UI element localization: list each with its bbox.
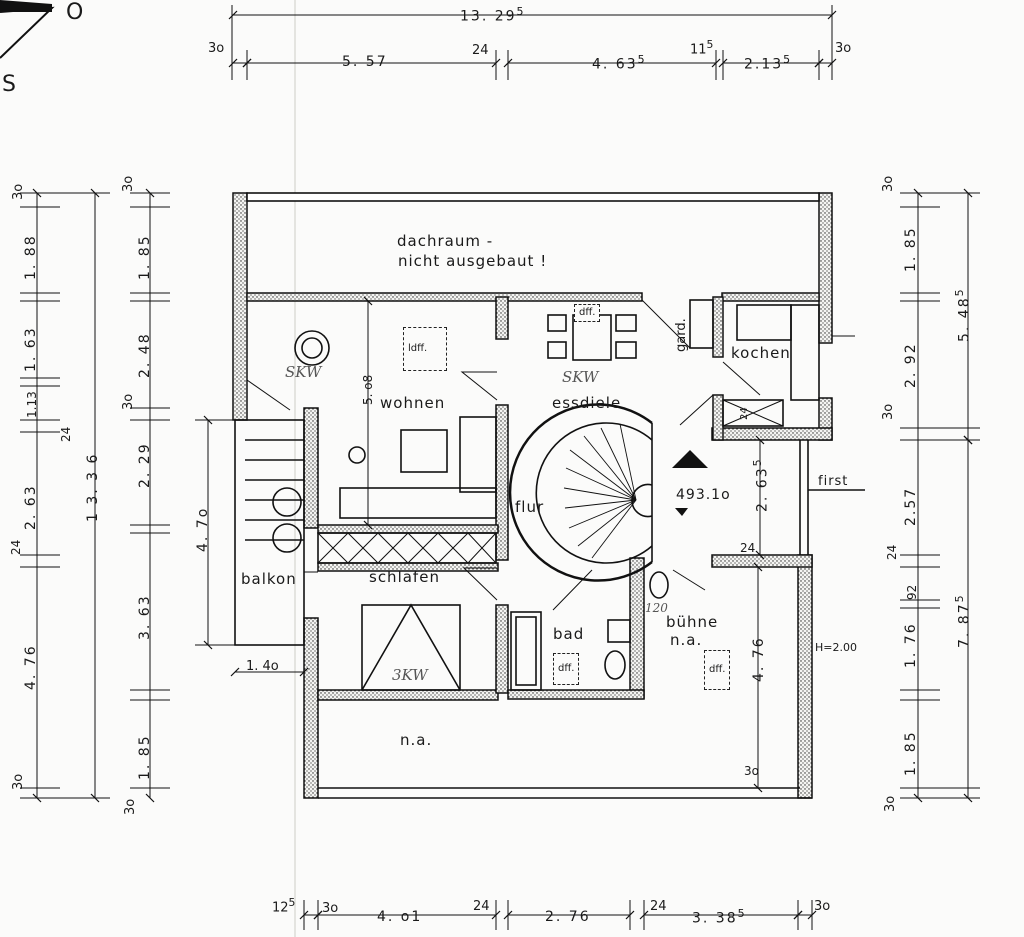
dim-bottom-276: 2. 76 [545, 909, 591, 925]
dim-top-total: 13. 295 [460, 5, 524, 25]
dff-box-buehne: dff. [704, 650, 731, 690]
dim-bottom-401: 4. o1 [377, 909, 423, 925]
label-buehne: bühne [666, 613, 719, 631]
dim-inner-363: 3. 63 [137, 594, 153, 640]
dim-bottom-24b: 24 [650, 899, 667, 914]
handwritten-wohnen: SKW [285, 363, 322, 381]
dim-inner-30-mid: 3o [121, 393, 136, 410]
dim-inner-185-bottom: 1. 85 [137, 734, 153, 780]
dim-first-24: 24 [740, 541, 756, 555]
label-wohnen: wohnen [380, 394, 446, 412]
corner-north-arrow-icon [0, 6, 55, 59]
label-kochen: kochen [731, 344, 791, 362]
label-balkon: balkon [241, 570, 297, 588]
handwritten-120: 120 [645, 601, 668, 615]
dim-right-total-lower: 7. 875 [953, 595, 973, 648]
dim-right-292: 2. 92 [903, 342, 919, 388]
label-flur: flur [515, 498, 545, 516]
dim-top-30-right: 3o [835, 41, 852, 56]
dim-bottom-125: 125 [272, 896, 296, 916]
dim-inner-248: 2. 48 [137, 332, 153, 378]
dim-left-188: 1. 88 [23, 234, 39, 280]
handwritten-essdiele: SKW [562, 368, 599, 386]
exterior-walls [232, 192, 833, 799]
dim-left-263: 2. 63 [23, 484, 39, 530]
dim-inner-229: 2. 29 [137, 442, 153, 488]
dim-kochen-24: 24 [739, 407, 750, 420]
dff-box-essdiele: dff. [574, 304, 601, 322]
dim-left-total: 1 3. 3 6 [85, 452, 101, 522]
dim-balkon-height: 4. 7o [195, 506, 211, 552]
dim-bottom-30a: 3o [322, 901, 339, 916]
dim-right-185: 1. 85 [903, 226, 919, 272]
label-bad: bad [553, 625, 585, 643]
dim-first-263: 2. 635 [751, 459, 771, 512]
dim-right-92: 92 [905, 584, 919, 600]
dff-box-wohnen: ldff. [403, 327, 447, 371]
label-dachraum-1: dachraum - [397, 232, 494, 250]
dim-left-163: 1. 63 [23, 326, 39, 372]
dim-right-176: 1. 76 [903, 622, 919, 668]
label-schlafen: schlafen [369, 568, 440, 586]
dim-top-213: 2.135 [744, 53, 791, 73]
corner-letter-s: S [2, 72, 16, 97]
dim-buehne-476: 4. 76 [751, 636, 767, 682]
dim-right-30-bottom: 3o [883, 795, 898, 812]
dim-left-30-top: 3o [11, 183, 26, 200]
level-marker-icon [672, 450, 708, 468]
dim-inner-30-bottom: 3o [123, 798, 138, 815]
handwritten-schlafen: 3KW [392, 666, 428, 684]
dim-right-185-bottom: 1. 85 [903, 730, 919, 776]
label-gard: gard. [674, 318, 689, 352]
label-dachraum-2: nicht ausgebaut ! [398, 252, 548, 270]
label-essdiele: essdiele [552, 394, 622, 412]
label-height-mark: H=2.00 [815, 641, 857, 654]
dim-top-115: 115 [690, 38, 714, 58]
corner-circle: O [66, 0, 84, 25]
dim-left-113: 1.13 [25, 391, 39, 418]
label-first: first [818, 474, 849, 489]
dim-bottom-338: 3. 385 [692, 907, 745, 927]
dim-balkon-width: 1. 4o [246, 659, 279, 674]
dff-box-bad: dff. [553, 653, 580, 685]
label-buehne-na: n.a. [670, 631, 703, 649]
dim-right-30-top: 3o [881, 175, 896, 192]
dim-right-30-mid: 3o [881, 403, 896, 420]
dim-right-257: 2.57 [903, 486, 919, 526]
dim-inner-185: 1. 85 [137, 234, 153, 280]
label-bottom-na: n.a. [400, 731, 433, 749]
dim-right-24: 24 [885, 544, 899, 560]
dim-left-24: 24 [59, 426, 73, 442]
dim-left-24b: 24 [9, 539, 23, 555]
dim-top-557: 5. 57 [342, 54, 388, 70]
dim-top-463: 4. 635 [592, 53, 645, 73]
dim-inner-30-top: 3o [121, 175, 136, 192]
dim-left-30-bottom: 3o [11, 773, 26, 790]
dim-right-total-upper: 5. 485 [953, 289, 973, 342]
dim-buehne-30: 3o [744, 764, 759, 778]
dim-top-24: 24 [472, 43, 489, 58]
dim-bottom-24a: 24 [473, 899, 490, 914]
dim-bottom-30b: 3o [814, 899, 831, 914]
dim-wohnen-508: 5. o8 [361, 374, 375, 405]
dim-left-476: 4. 76 [23, 644, 39, 690]
label-level: 493.1o [676, 487, 731, 503]
dim-top-30-left: 3o [208, 41, 225, 56]
